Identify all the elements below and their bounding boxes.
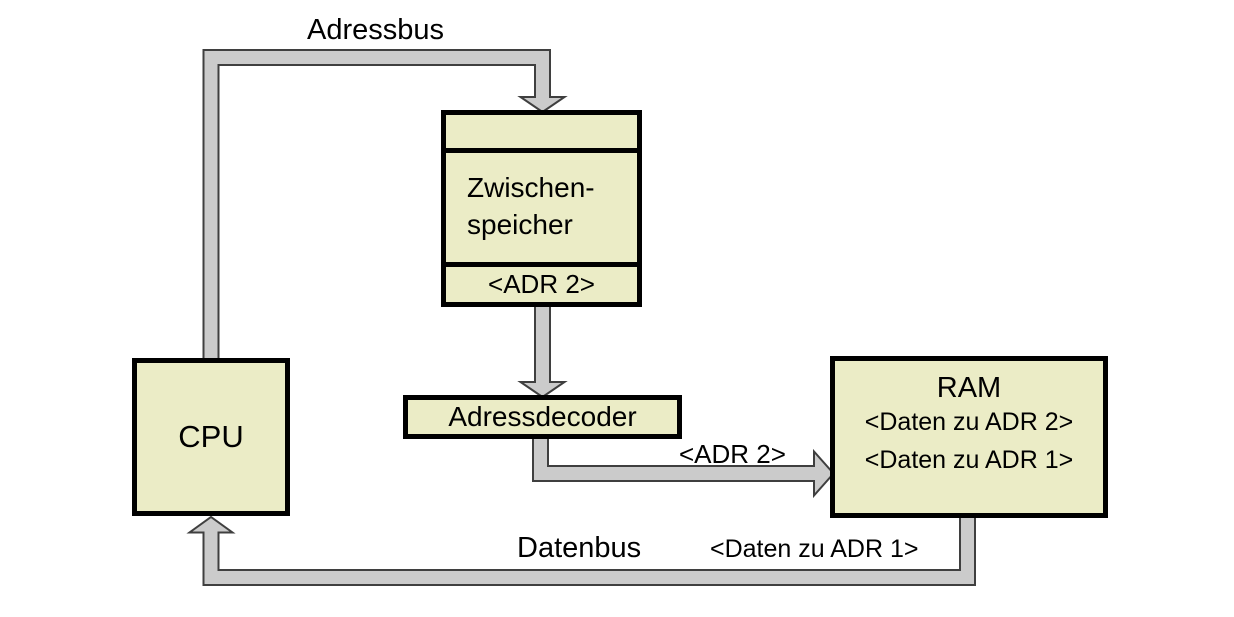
ram-data-row-adr1: <Daten zu ADR 1> bbox=[864, 446, 1074, 474]
ram-title: RAM bbox=[936, 372, 1002, 404]
decoder-to-ram-arrow bbox=[532, 434, 835, 499]
ram-box: RAM <Daten zu ADR 2> <Daten zu ADR 1> bbox=[830, 356, 1108, 518]
buffer-register-value: <ADR 2> bbox=[488, 269, 595, 299]
data-bus-label: Datenbus bbox=[517, 532, 642, 564]
buffer-label-section: Zwischen- speicher bbox=[446, 153, 637, 267]
buffer-to-decoder-arrow bbox=[517, 302, 568, 399]
data-bus-value-label: <Daten zu ADR 1> bbox=[710, 535, 919, 563]
buffer-label-line2: speicher bbox=[467, 209, 573, 240]
buffer-register-section: <ADR 2> bbox=[446, 267, 637, 302]
address-bus-label: Adressbus bbox=[307, 14, 445, 46]
cpu-label: CPU bbox=[178, 419, 244, 454]
address-value-label: <ADR 2> bbox=[679, 439, 786, 469]
data-bus-arrow bbox=[186, 515, 976, 586]
address-bus-arrow bbox=[202, 49, 568, 361]
cpu-box: CPU bbox=[132, 358, 290, 516]
buffer-label-line1: Zwischen- bbox=[467, 172, 595, 203]
address-decoder-label: Adressdecoder bbox=[448, 401, 637, 432]
buffer-box: Zwischen- speicher <ADR 2> bbox=[441, 110, 642, 307]
ram-data-row-adr2: <Daten zu ADR 2> bbox=[864, 408, 1074, 436]
buffer-empty-section bbox=[446, 115, 637, 153]
address-decoder-box: Adressdecoder bbox=[403, 395, 682, 439]
